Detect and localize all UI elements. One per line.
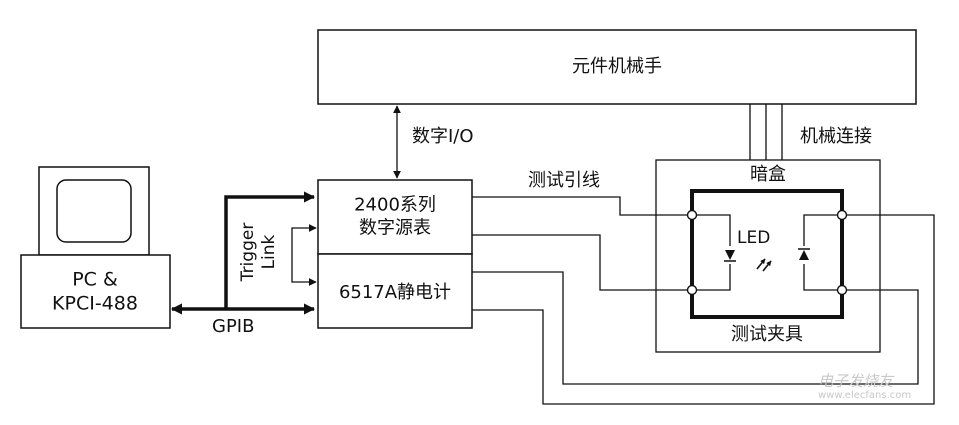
trigger-link-line2: Link: [259, 234, 279, 270]
dark-box: [655, 159, 881, 353]
photodiode-icon: [798, 248, 810, 260]
pc-label-line1: PC &: [72, 268, 118, 291]
fixture-label: 测试夹具: [731, 324, 803, 345]
smu-label: 2400系列 数字源表: [354, 195, 436, 240]
handler-box: [317, 29, 917, 105]
trigger-link-line1: Trigger: [237, 222, 258, 282]
electrometer-box: [317, 253, 473, 329]
handler-label: 元件机械手: [572, 56, 662, 77]
mechanical-link-label: 机械连接: [800, 126, 872, 147]
watermark-line1: 电子发烧友: [818, 372, 894, 390]
mechanical-link-bars: [749, 104, 783, 160]
watermark-line2: www.elecfans.com: [818, 390, 912, 401]
pc-label: PC & KPCI-488: [52, 268, 138, 316]
trigger-link-bracket: [291, 224, 317, 286]
digital-io-label: 数字I/O: [412, 126, 474, 147]
smu-box: [317, 179, 473, 255]
trigger-link-label: Trigger Link: [238, 223, 281, 282]
electrometer-label: 6517A静电计: [338, 282, 452, 303]
test-leads: [472, 196, 935, 405]
watermark: 电子发烧友 www.elecfans.com: [818, 374, 911, 401]
dark-box-label: 暗盒: [750, 164, 786, 185]
pc-label-line2: KPCI-488: [52, 292, 138, 314]
led-label: LED: [737, 228, 771, 248]
fixture-wiring: [692, 214, 842, 291]
computer-icon: [20, 166, 171, 329]
gpib-bus: [170, 191, 316, 315]
light-rays-icon: [756, 258, 772, 272]
test-leads-label: 测试引线: [528, 170, 600, 191]
smu-label-line2: 数字源表: [359, 217, 431, 238]
led-diode-icon: [724, 250, 736, 262]
smu-label-line1: 2400系列: [354, 194, 436, 216]
fixture-terminals: [686, 209, 848, 296]
gpib-label: GPIB: [212, 316, 255, 337]
test-fixture: [690, 189, 844, 319]
